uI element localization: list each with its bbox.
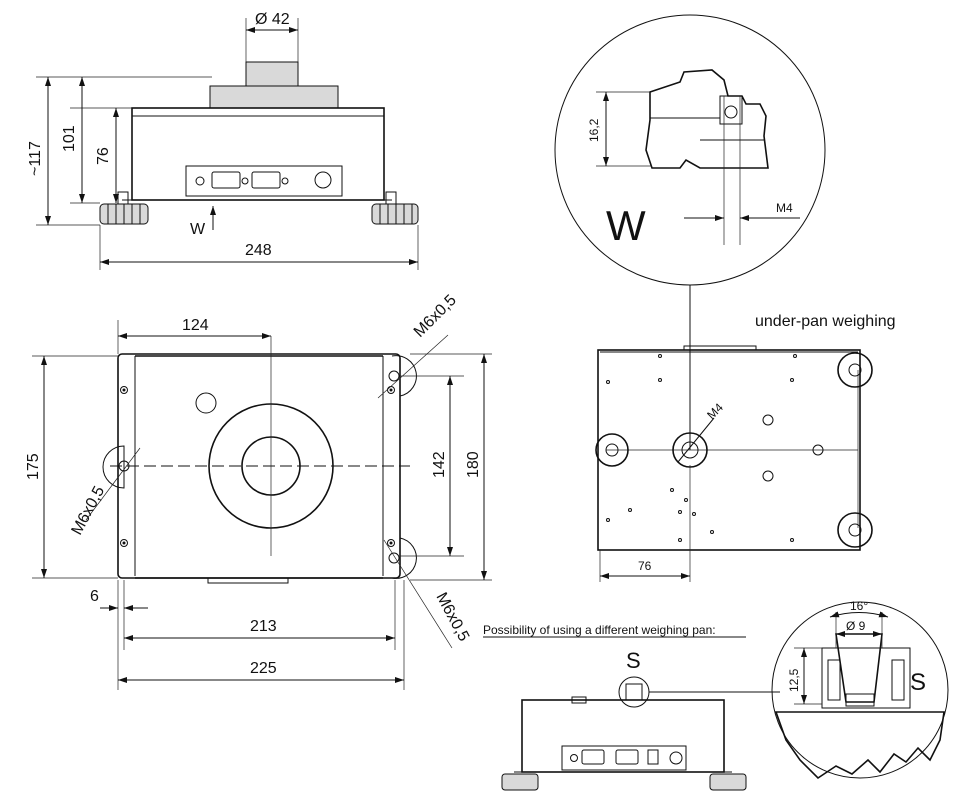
top-dim-175-label: 175 xyxy=(25,453,42,480)
detail-w-letter: W xyxy=(606,202,646,249)
top-thread-bottom-right-label: M6x0,5 xyxy=(432,590,472,644)
top-foot-top-right xyxy=(391,355,417,397)
detail-s-section xyxy=(774,711,945,780)
detail-w: 16,2 M4 W xyxy=(554,14,826,450)
front-width-248-label: 248 xyxy=(245,242,272,259)
front-dia-top-label: Ø 42 xyxy=(255,11,290,28)
detail-s-circle xyxy=(771,601,949,779)
front-connector-panel xyxy=(185,165,343,197)
detail-w-dim-16-2-label: 16,2 xyxy=(587,118,601,142)
detail-w-circle xyxy=(554,14,826,286)
under-pan-thread-label: M4 xyxy=(704,400,726,422)
front-foot-right xyxy=(371,191,419,225)
detail-s-letter-detail: S xyxy=(910,669,926,696)
detail-s: Possibility of using a different weighin… xyxy=(483,599,949,791)
detail-s-callout-circle xyxy=(618,676,650,708)
under-pan-title: under-pan weighing xyxy=(755,313,896,330)
front-body xyxy=(131,107,385,201)
front-height-total-label: ~117 xyxy=(27,141,44,176)
detail-s-dia-9-label: Ø 9 xyxy=(846,619,866,633)
detail-s-height-label: 12,5 xyxy=(787,668,801,692)
detail-w-thread-label: M4 xyxy=(776,201,793,215)
detail-w-part xyxy=(645,69,769,169)
front-pan-stem xyxy=(245,61,299,87)
under-pan-view: under-pan weighing M4 xyxy=(595,313,896,582)
detail-s-caption: Possibility of using a different weighin… xyxy=(483,623,716,637)
top-level-indicator xyxy=(195,392,217,414)
front-height-76-label: 76 xyxy=(95,147,112,165)
top-dim-225-label: 225 xyxy=(250,660,277,677)
top-dim-6-label: 6 xyxy=(90,588,99,605)
top-dim-124-label: 124 xyxy=(182,317,209,334)
top-dim-180-label: 180 xyxy=(465,451,482,478)
detail-s-letter-small: S xyxy=(626,648,641,673)
top-thread-left-label: M6x0,5 xyxy=(69,483,109,537)
top-dim-142-label: 142 xyxy=(431,451,448,478)
top-foot-bottom-right xyxy=(391,537,417,579)
front-view: W Ø 42 ~117 101 76 248 xyxy=(27,11,419,270)
under-foot-bottom-right xyxy=(837,512,873,548)
front-pan xyxy=(209,85,339,109)
top-thread-top-right-label: M6x0,5 xyxy=(411,292,460,341)
top-foot-left xyxy=(102,445,125,489)
front-height-101-label: 101 xyxy=(61,125,78,152)
top-dim-213-label: 213 xyxy=(250,618,277,635)
detail-s-body xyxy=(521,699,725,773)
under-foot-left xyxy=(595,433,629,467)
front-foot-left xyxy=(99,191,149,225)
under-foot-top-right xyxy=(837,352,873,388)
under-pan-dim-76-label: 76 xyxy=(638,559,652,573)
top-view: M6x0,5 M6x0,5 M6x0,5 124 175 142 180 6 xyxy=(25,292,492,690)
detail-s-angle-label: 16° xyxy=(850,599,868,613)
front-w-marker: W xyxy=(190,221,206,238)
